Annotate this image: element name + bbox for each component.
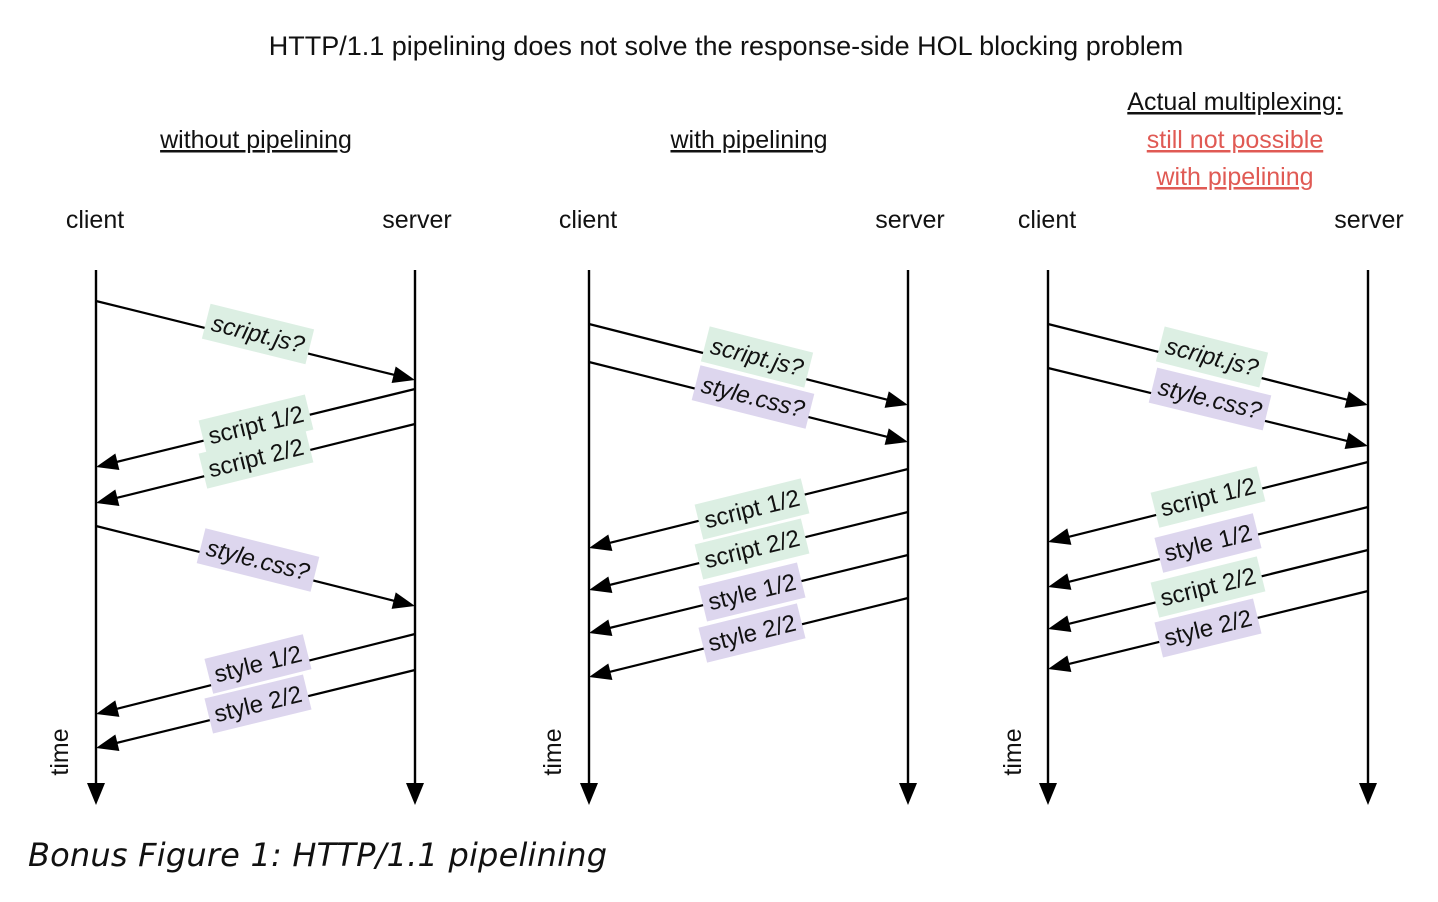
panel-heading-line: Actual multiplexing: xyxy=(1127,88,1342,116)
panels: without pipelining client server time script… xyxy=(46,88,1404,805)
message-label: style 2/2 xyxy=(204,674,312,734)
message-label-bg xyxy=(1150,466,1266,528)
lifeline-arrowhead xyxy=(899,783,917,805)
message-arrowhead xyxy=(1344,391,1368,408)
server-label: server xyxy=(1334,206,1403,234)
message-label: style.css? xyxy=(196,528,320,592)
time-label: time xyxy=(999,728,1027,775)
message-label-bg xyxy=(700,326,814,388)
server-label: server xyxy=(382,206,451,234)
panel-heading-line: still not possible xyxy=(1147,126,1323,154)
diagram-title: HTTP/1.1 pipelining does not solve the r… xyxy=(269,31,1184,61)
message-label-bg xyxy=(1148,367,1272,431)
message-label-bg xyxy=(698,603,806,663)
client-label: client xyxy=(1018,206,1076,234)
lifeline-arrowhead xyxy=(87,783,105,805)
message-label-bg xyxy=(204,674,312,734)
message-label-bg xyxy=(1155,326,1269,388)
message-arrowhead xyxy=(1048,528,1072,545)
message-arrowhead xyxy=(1344,432,1368,450)
message-arrowhead xyxy=(589,576,613,594)
message-label-bg xyxy=(201,303,315,365)
message-label-bg xyxy=(694,478,810,540)
message-arrowhead xyxy=(589,619,613,637)
message-arrowhead xyxy=(391,592,415,609)
lifeline-arrowhead xyxy=(406,783,424,805)
message-arrowhead xyxy=(1048,655,1072,673)
message-label-bg xyxy=(1150,556,1266,618)
message-arrowhead xyxy=(589,534,613,551)
client-label: client xyxy=(559,206,617,234)
message-arrowhead xyxy=(96,700,120,717)
server-label: server xyxy=(875,206,944,234)
message-label-bg xyxy=(198,427,314,489)
message-arrowhead xyxy=(1048,573,1072,590)
message-label-bg xyxy=(198,394,314,456)
message-arrowhead xyxy=(884,391,908,408)
message-arrowhead xyxy=(96,734,120,752)
message-label-bg xyxy=(1154,513,1262,573)
message-label-bg xyxy=(1154,598,1262,658)
message-arrowhead xyxy=(391,366,415,383)
message-label-bg xyxy=(698,562,806,622)
message-arrowhead xyxy=(96,453,120,471)
message-label-bg xyxy=(204,634,312,694)
panel-heading-line: with pipelining xyxy=(669,126,827,154)
lifeline-arrowhead xyxy=(1359,783,1377,805)
time-label: time xyxy=(539,728,567,775)
message-label-bg xyxy=(691,365,815,429)
figure-caption: Bonus Figure 1: HTTP/1.1 pipelining xyxy=(28,836,608,874)
message-arrowhead xyxy=(96,489,120,506)
message-arrowhead xyxy=(1048,615,1072,632)
message-label-bg xyxy=(694,518,810,580)
lifeline-arrowhead xyxy=(580,783,598,805)
panel-heading-line: without pipelining xyxy=(159,126,352,154)
message-label: script.js? xyxy=(201,303,315,365)
message-label-bg xyxy=(196,528,320,592)
client-label: client xyxy=(66,206,124,234)
message-arrowhead xyxy=(589,663,613,680)
lifeline-arrowhead xyxy=(1039,783,1057,805)
message-arrowhead xyxy=(884,428,908,445)
time-label: time xyxy=(46,728,74,775)
panel-heading-line: with pipelining xyxy=(1155,163,1313,191)
